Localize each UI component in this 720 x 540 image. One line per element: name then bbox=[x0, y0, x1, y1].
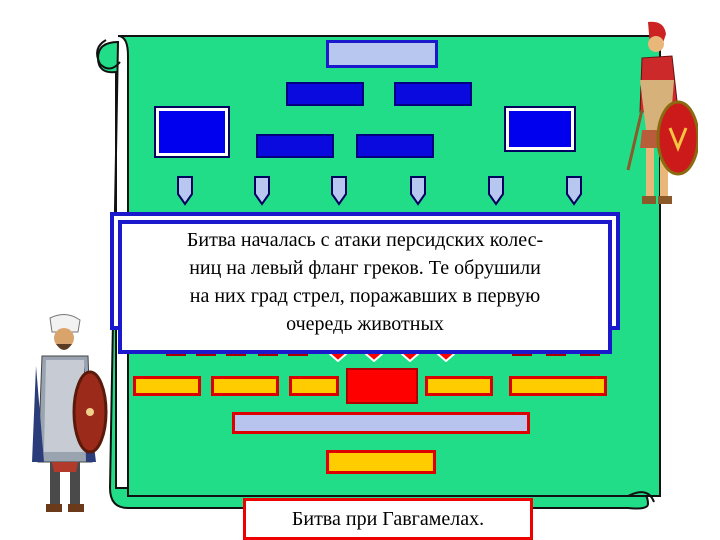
yellow-box bbox=[425, 376, 493, 396]
long-box bbox=[232, 412, 530, 434]
red-center-box bbox=[346, 368, 418, 404]
popup-line: очередь животных bbox=[120, 310, 610, 338]
blue-box bbox=[286, 82, 364, 106]
greek-hoplite-icon bbox=[612, 20, 698, 230]
blue-box-large bbox=[156, 108, 228, 156]
persian-warrior-icon bbox=[22, 312, 110, 524]
popup-line: ниц на левый фланг греков. Те обрушили bbox=[120, 254, 610, 282]
yellow-box bbox=[326, 450, 436, 474]
yellow-box bbox=[289, 376, 339, 396]
down-arrow-icon bbox=[176, 176, 194, 206]
down-arrow-icon bbox=[565, 176, 583, 206]
down-arrow-icon bbox=[253, 176, 271, 206]
yellow-box bbox=[133, 376, 201, 396]
down-arrow-icon bbox=[330, 176, 348, 206]
blue-box bbox=[394, 82, 472, 106]
blue-box bbox=[256, 134, 334, 158]
top-box bbox=[326, 40, 438, 68]
popup-line: на них град стрел, поражавших в первую bbox=[120, 282, 610, 310]
blue-box-large bbox=[506, 108, 574, 150]
yellow-box bbox=[211, 376, 279, 396]
yellow-box bbox=[509, 376, 607, 396]
slide-caption: Битва при Гавгамелах. bbox=[243, 498, 533, 540]
popup-text: Битва началась с атаки персидских колес-… bbox=[120, 226, 610, 338]
down-arrow-icon bbox=[487, 176, 505, 206]
down-arrow-icon bbox=[409, 176, 427, 206]
popup-line: Битва началась с атаки персидских колес- bbox=[120, 226, 610, 254]
blue-box bbox=[356, 134, 434, 158]
